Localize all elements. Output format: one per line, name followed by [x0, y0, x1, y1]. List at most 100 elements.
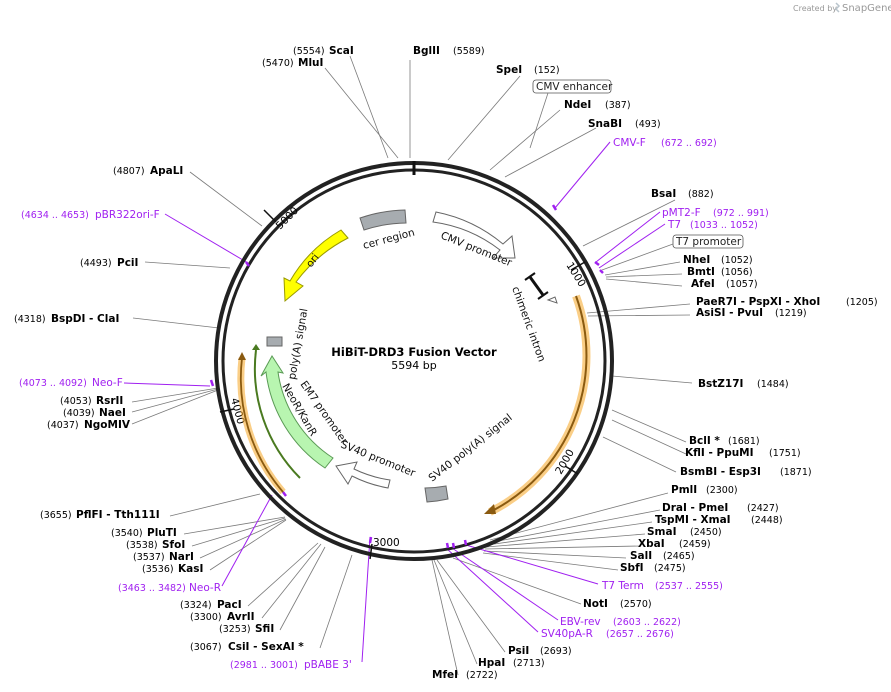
- site-label-mfei: MfeI(2722): [432, 669, 498, 681]
- svg-text:(4073 .. 4092): (4073 .. 4092): [19, 378, 87, 389]
- svg-text:Neo-R: Neo-R: [189, 582, 221, 594]
- svg-text:NarI: NarI: [169, 551, 194, 563]
- svg-text:(5470): (5470): [262, 58, 294, 69]
- svg-text:(3300): (3300): [190, 612, 222, 623]
- svg-text:pMT2-F: pMT2-F: [662, 207, 701, 219]
- t7-promoter-box: [672, 234, 744, 249]
- svg-text:(5589): (5589): [453, 46, 485, 57]
- svg-text:PluTI: PluTI: [147, 527, 177, 539]
- svg-text:(2427): (2427): [747, 503, 779, 514]
- primer-label-neo-f: (4073 .. 4092)Neo-F: [19, 377, 123, 389]
- primer-label-t7: T7 (1033 .. 1052): [667, 219, 758, 231]
- polya-signal-label: poly(A) signal: [286, 308, 310, 381]
- site-label-bsai: BsaI(882): [651, 188, 714, 200]
- sv40-polya-label: SV40 poly(A) signal: [426, 412, 514, 485]
- site-label-rsrii: (4053)RsrII: [60, 395, 123, 407]
- svg-text:(2450): (2450): [690, 527, 722, 538]
- site-label-snabi: SnaBI (493): [588, 118, 661, 130]
- site-label-sali: SalI(2465): [630, 550, 695, 562]
- svg-text:AsiSI - PvuI: AsiSI - PvuI: [696, 307, 763, 319]
- svg-text:(4807): (4807): [113, 166, 145, 177]
- site-label-hpai: HpaI(2713): [478, 657, 545, 669]
- svg-text:NaeI: NaeI: [99, 407, 126, 419]
- svg-text:PmlI: PmlI: [671, 484, 697, 496]
- svg-text:CsiI - SexAI *: CsiI - SexAI *: [228, 641, 304, 653]
- site-label-smai: SmaI(2450): [647, 526, 722, 538]
- svg-text:(152): (152): [534, 65, 560, 76]
- svg-text:SfiI: SfiI: [255, 623, 274, 635]
- svg-text:(4318): (4318): [14, 314, 46, 325]
- site-label-mlui: (5470)MluI: [262, 57, 323, 69]
- svg-text:(2657 .. 2676): (2657 .. 2676): [606, 629, 674, 640]
- primer-label-pbr322ori-f: (4634 .. 4653)pBR322ori-F: [21, 209, 160, 221]
- svg-text:(2300): (2300): [706, 485, 738, 496]
- svg-text:(3540): (3540): [111, 528, 143, 539]
- site-label-afei: AfeI (1057): [691, 278, 758, 290]
- svg-text:T7 Term: T7 Term: [601, 580, 644, 592]
- primer-label-ebv-rev: EBV-rev(2603 .. 2622): [560, 616, 681, 628]
- svg-text:(1057): (1057): [726, 279, 758, 290]
- site-label-kasi: (3536)KasI: [142, 563, 203, 575]
- tick-3000: 3000: [373, 537, 400, 549]
- cmv-enhancer-box: [532, 79, 612, 94]
- svg-text:(493): (493): [635, 119, 661, 130]
- primer-label-pbabe-3: (2981 .. 3001) pBABE 3': [230, 659, 352, 671]
- site-label-sbfi: SbfI (2475): [620, 562, 686, 574]
- svg-text:(1033 .. 1052): (1033 .. 1052): [690, 220, 758, 231]
- svg-text:(2603 .. 2622): (2603 .. 2622): [613, 617, 681, 628]
- svg-text:pBABE 3': pBABE 3': [304, 659, 352, 671]
- svg-text:(5554): (5554): [293, 46, 325, 57]
- svg-text:(2448): (2448): [751, 515, 783, 526]
- cer-region-block: [359, 209, 407, 231]
- svg-text:(2475): (2475): [654, 563, 686, 574]
- svg-text:(2693): (2693): [540, 646, 572, 657]
- t7-promoter-label: T7 promoter: [675, 236, 742, 248]
- site-label-paci: (3324) PacI: [180, 599, 242, 611]
- svg-text:(1751): (1751): [769, 448, 801, 459]
- svg-text:(1681): (1681): [728, 436, 760, 447]
- svg-text:(2981 .. 3001): (2981 .. 3001): [230, 660, 298, 671]
- primer-label-pmt2-f: pMT2-F(972 .. 991): [662, 207, 769, 219]
- svg-text:T7: T7: [667, 219, 681, 231]
- primer-label-cmv-f: CMV-F(672 .. 692): [613, 137, 717, 149]
- svg-text:(4037): (4037): [47, 420, 79, 431]
- neor-kanr-arrow: [260, 355, 334, 469]
- svg-text:AvrII: AvrII: [227, 611, 255, 623]
- site-label-sfoi: (3538)SfoI: [126, 539, 185, 551]
- svg-text:(3067): (3067): [190, 642, 222, 653]
- site-label-pcii: (4493)PciI: [80, 257, 138, 269]
- svg-text:PacI: PacI: [217, 599, 242, 611]
- svg-text:CMV-F: CMV-F: [613, 137, 646, 149]
- svg-text:(1871): (1871): [780, 467, 812, 478]
- site-label-psii: PsiI (2693): [508, 645, 572, 657]
- svg-text:BsaI: BsaI: [651, 188, 676, 200]
- svg-text:(1205): (1205): [846, 297, 878, 308]
- site-label-ppumi: KflI - PpuMI(1751): [685, 447, 801, 459]
- site-label-ndei: NdeI(387): [564, 99, 631, 111]
- svg-text:SfoI: SfoI: [162, 539, 185, 551]
- sv40-polya-block: [424, 485, 449, 503]
- svg-text:RsrII: RsrII: [96, 395, 123, 407]
- svg-text:(2713): (2713): [513, 658, 545, 669]
- svg-text:SnaBI: SnaBI: [588, 118, 622, 130]
- cmv-promoter-arrow: [432, 211, 516, 259]
- site-label-nari: (3537)NarI: [133, 551, 194, 563]
- svg-text:PsiI: PsiI: [508, 645, 529, 657]
- map-title: HiBiT-DRD3 Fusion Vector: [331, 345, 497, 359]
- svg-text:(3324): (3324): [180, 600, 212, 611]
- svg-text:AfeI: AfeI: [691, 278, 715, 290]
- scale-ticks: [219, 209, 586, 560]
- primer-label-sv40pa-r: SV40pA-R(2657 .. 2676): [541, 628, 674, 640]
- svg-text:SbfI: SbfI: [620, 562, 644, 574]
- svg-text:BspDI - ClaI: BspDI - ClaI: [51, 313, 119, 325]
- site-label-bglii: BglII(5589): [413, 45, 485, 57]
- site-label-spei: SpeI(152): [496, 64, 560, 76]
- site-label-noti: NotI(2570): [583, 598, 652, 610]
- ori-arrow: [283, 229, 349, 303]
- orange-feature-left: [239, 357, 284, 493]
- chimeric-intron-mark: [524, 272, 549, 300]
- svg-text:NheI: NheI: [683, 254, 710, 266]
- site-label-esp3i: BsmBI - Esp3I(1871): [680, 466, 812, 478]
- svg-text:MfeI: MfeI: [432, 669, 458, 681]
